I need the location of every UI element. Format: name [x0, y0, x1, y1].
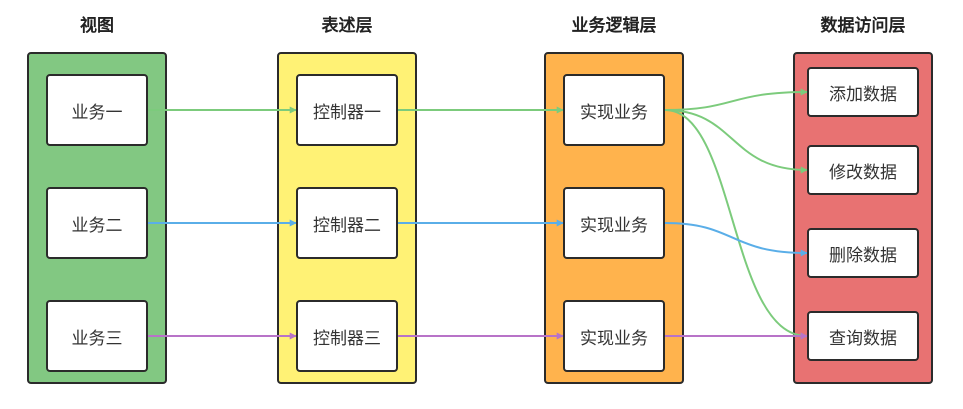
column-title-business: 业务逻辑层: [571, 16, 657, 36]
node-view-business-two[interactable]: 业务二: [46, 187, 148, 259]
connector-b1-d1: [664, 88, 808, 111]
connector-b1-d4: [664, 109, 808, 340]
node-data-query[interactable]: 查询数据: [807, 311, 919, 361]
node-controller-two[interactable]: 控制器二: [296, 187, 398, 259]
node-view-business-one[interactable]: 业务一: [46, 74, 148, 146]
column-title-presentation: 表述层: [321, 16, 373, 36]
node-data-update[interactable]: 修改数据: [807, 145, 919, 195]
node-controller-one[interactable]: 控制器一: [296, 74, 398, 146]
column-title-data: 数据访问层: [820, 16, 906, 36]
node-data-delete[interactable]: 删除数据: [807, 228, 919, 278]
node-data-add[interactable]: 添加数据: [807, 67, 919, 117]
connector-b1-d2: [664, 109, 808, 174]
connector-b2-d3: [664, 222, 808, 257]
node-business-impl-two[interactable]: 实现业务: [563, 187, 665, 259]
node-business-impl-one[interactable]: 实现业务: [563, 74, 665, 146]
node-business-impl-three[interactable]: 实现业务: [563, 300, 665, 372]
node-controller-three[interactable]: 控制器三: [296, 300, 398, 372]
column-title-view: 视图: [80, 16, 114, 36]
node-view-business-three[interactable]: 业务三: [46, 300, 148, 372]
